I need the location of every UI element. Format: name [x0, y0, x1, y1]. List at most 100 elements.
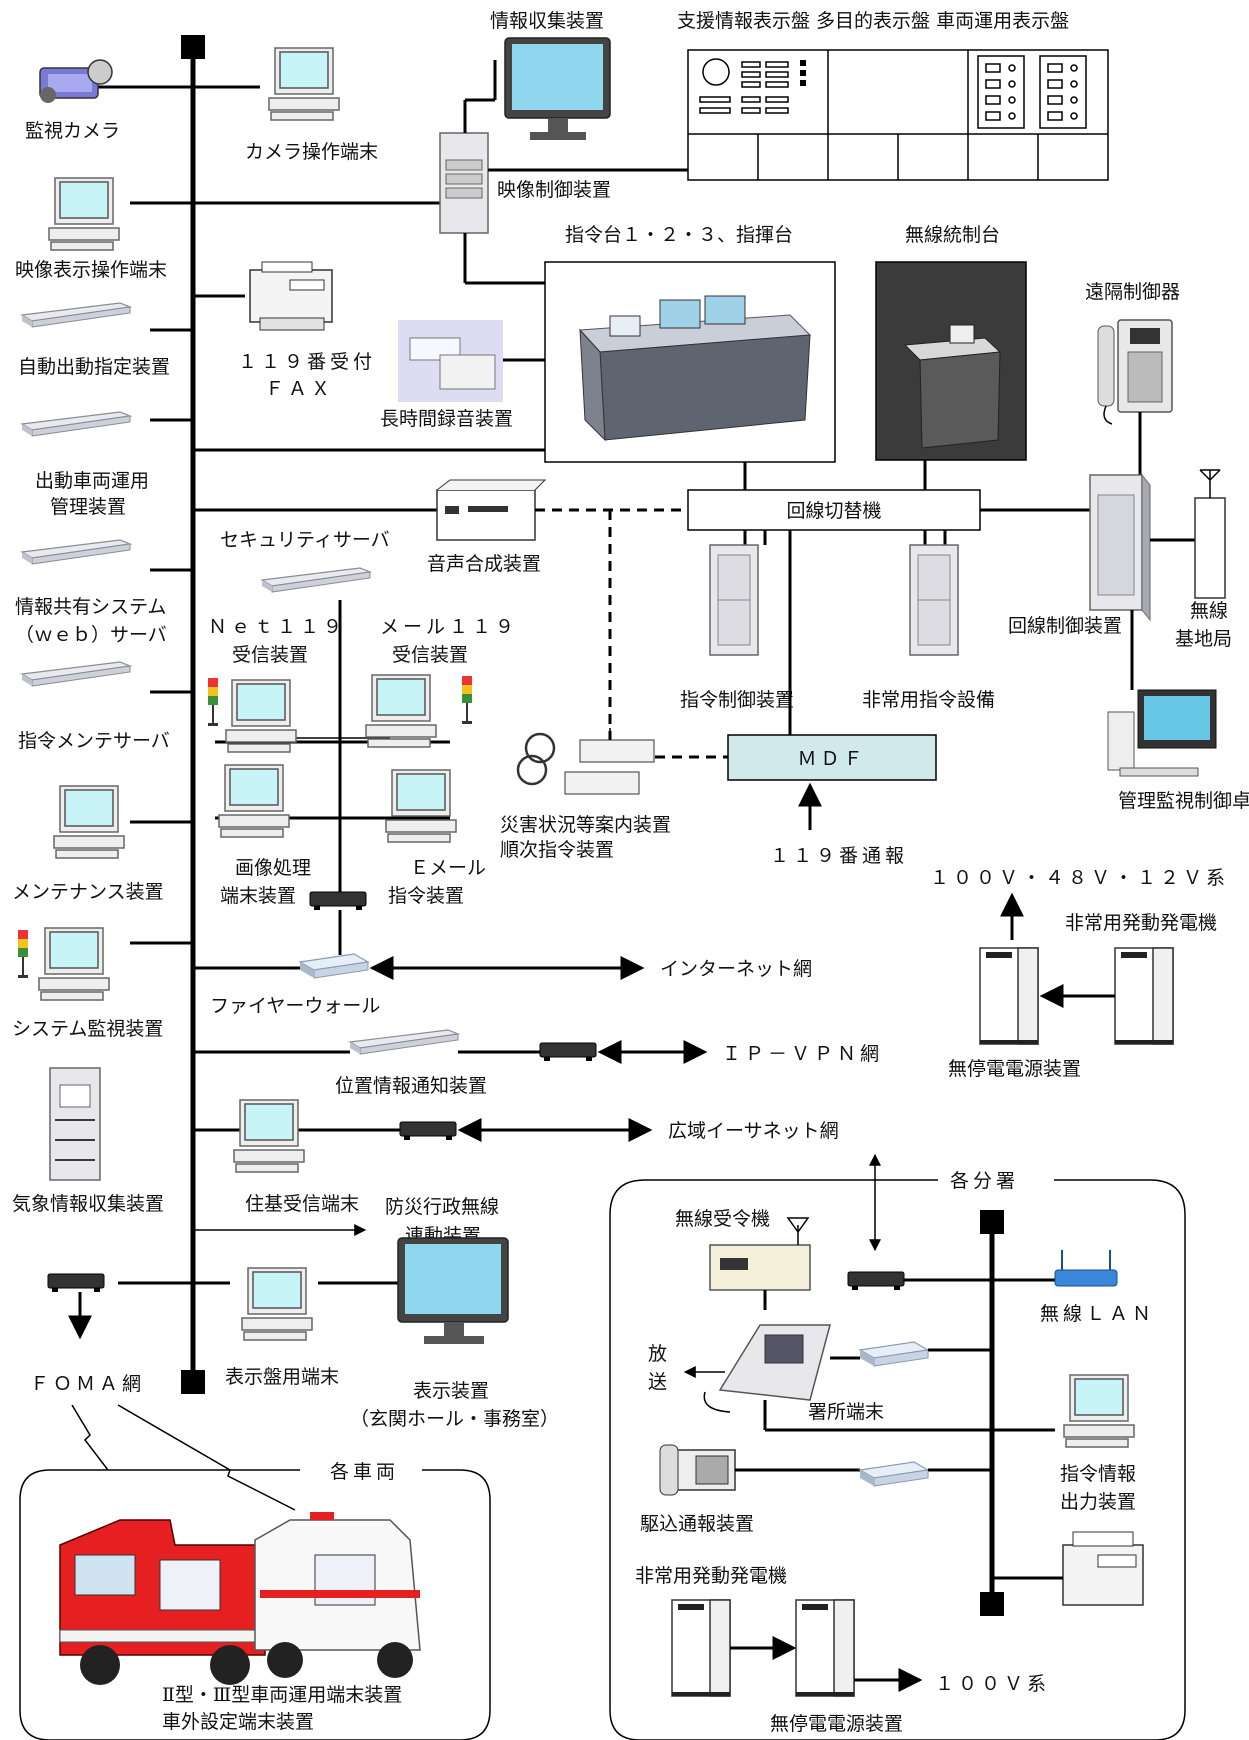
command-control-cabinet-icon: [710, 545, 758, 655]
switching-hub-icon: [310, 892, 366, 910]
surveillance-camera-label: 監視カメラ: [25, 120, 120, 142]
long-recorder-icon: [398, 320, 503, 402]
voice-synth-icon: [437, 480, 545, 540]
radio-console-label: 無線統制台: [905, 224, 1000, 246]
net119-label-line2: 受信装置: [232, 644, 308, 666]
disaster-radio-label-line1: 防災行政無線: [385, 1196, 499, 1218]
info-share-label-line1: 情報共有システム: [15, 596, 166, 618]
info-share-server-icon: [22, 540, 130, 564]
camera-terminal-icon: [269, 48, 339, 120]
mdf-label: ＭＤＦ: [797, 748, 866, 770]
info-collector-monitor-icon: [505, 38, 610, 140]
security-server-label: セキュリティサーバ: [220, 529, 390, 551]
display-device-icon: [398, 1238, 508, 1344]
video-display-terminal-label: 映像表示操作端末: [15, 259, 167, 281]
weather-collector-icon: [50, 1068, 100, 1180]
wide-ethernet-label: 広域イーサネット網: [668, 1120, 839, 1142]
disaster-guide-headset-icon: [518, 728, 654, 794]
resident-terminal-label: 住基受信端末: [245, 1193, 359, 1215]
auto-dispatch-label: 自動出動指定装置: [18, 356, 170, 378]
branches-group-label: 各分署: [950, 1170, 1019, 1192]
email-command-label-line2: 指令装置: [388, 885, 464, 907]
foma-radio-links: [72, 1405, 295, 1510]
command-maint-server-label: 指令メンテサーバ: [18, 730, 170, 752]
branch-100v-label: １００Ｖ系: [935, 1673, 1050, 1695]
branch-router-icon: [848, 1272, 904, 1290]
broadcast-label-line2: 送: [648, 1371, 667, 1393]
video-controller-label: 映像制御装置: [497, 179, 611, 201]
system-monitor-terminal-icon: [39, 928, 109, 1000]
ups-label: 無停電電源装置: [948, 1058, 1081, 1080]
weather-collector-label: 気象情報収集装置: [12, 1193, 164, 1215]
station-terminal-icon: [704, 1325, 830, 1412]
mail119-label-line2: 受信装置: [392, 644, 468, 666]
vehicle-mgmt-label-line1: 出動車両運用: [35, 470, 149, 492]
location-notify-label: 位置情報通知装置: [335, 1075, 487, 1097]
radio-base-label-line1: 無線: [1190, 600, 1228, 622]
long-recorder-label: 長時間録音装置: [380, 408, 513, 430]
vehicle-mgmt-label-line2: 管理装置: [50, 496, 126, 518]
station-router-icon: [860, 1342, 928, 1366]
branch-emergency-generator-label: 非常用発動発電機: [635, 1565, 787, 1587]
broadcast-label-line1: 放: [648, 1343, 667, 1365]
vehicle-mgmt-server-icon: [22, 412, 130, 436]
command-control-label: 指令制御装置: [680, 689, 794, 711]
foma-label: ＦＯＭＡ網: [30, 1373, 145, 1395]
video-controller-icon: [440, 133, 488, 233]
security-server-icon: [262, 568, 370, 592]
wireless-lan-icon: [1055, 1250, 1117, 1286]
rush-report-phone-icon: [660, 1445, 735, 1495]
image-proc-terminal-icon: [219, 765, 289, 837]
vehicle-terminal-label-line2: 車外設定端末装置: [162, 1711, 314, 1733]
firewall-label: ファイヤーウォール: [210, 995, 380, 1017]
video-display-terminal-icon: [49, 178, 119, 250]
disaster-guide-label-line1: 災害状況等案内装置: [500, 814, 671, 836]
main-backbone: [181, 35, 205, 1394]
branch-ups-label: 無停電電源装置: [770, 1713, 903, 1735]
wireless-lan-label: 無線ＬＡＮ: [1040, 1303, 1155, 1325]
line-controller-icon: [1090, 475, 1150, 620]
radio-receiver-label: 無線受令機: [675, 1208, 770, 1230]
mail119-label-line1: メール１１９: [380, 616, 518, 638]
info-collector-label: 情報収集装置: [490, 10, 604, 32]
info-share-label-line2: （ｗｅｂ）サーバ: [15, 624, 167, 646]
emergency-generator-icon: [1115, 948, 1173, 1044]
system-monitor-label: システム監視装置: [12, 1018, 163, 1040]
emergency-generator-label: 非常用発動発電機: [1065, 912, 1217, 934]
rush-report-label: 駆込通報装置: [640, 1513, 754, 1535]
remote-controller-icon: [1098, 320, 1172, 424]
email-command-label-line1: Ｅメール: [410, 857, 486, 879]
display-board-terminal-icon: [242, 1268, 312, 1340]
power-systems-label: １００Ｖ・４８Ｖ・１２Ｖ系: [930, 867, 1229, 889]
mgmt-console-label: 管理監視制御卓: [1118, 790, 1249, 812]
vehicles-group-label: 各車両: [330, 1461, 399, 1483]
emergency-command-cabinet-icon: [910, 545, 958, 655]
fax-label-line1: １１９番受付: [238, 351, 376, 373]
display-panels: [688, 50, 1108, 180]
display-device-label-line1: 表示装置: [413, 1380, 489, 1402]
firewall-icon: [300, 954, 368, 978]
command-maint-server-icon: [22, 662, 130, 686]
display-panels-label: 支援情報表示盤 多目的表示盤 車両運用表示盤: [677, 10, 1069, 32]
resident-terminal-icon: [234, 1100, 304, 1172]
fax-icon: [250, 262, 332, 330]
ip-vpn-router-icon: [540, 1043, 596, 1061]
disaster-guide-label-line2: 順次指令装置: [500, 839, 614, 861]
emergency-command-label: 非常用指令設備: [862, 689, 995, 711]
display-board-terminal-label: 表示盤用端末: [225, 1366, 339, 1388]
call119-label: １１９番通報: [770, 845, 908, 867]
auto-dispatch-server-icon: [22, 303, 130, 327]
maintenance-terminal-icon: [54, 786, 124, 858]
branch-generator-icon: [672, 1600, 730, 1696]
system-monitor-lamp-icon: [18, 930, 28, 978]
line-controller-label: 回線制御装置: [1008, 615, 1122, 637]
radio-console-photo: [876, 262, 1026, 460]
branch-ups-icon: [796, 1600, 854, 1696]
location-notify-server-icon: [350, 1030, 458, 1054]
image-proc-label-line2: 端末装置: [220, 885, 296, 907]
branch-backbone: [980, 1210, 1004, 1616]
mgmt-console-icon: [1108, 690, 1216, 776]
net119-label-line1: Ｎｅｔ１１９: [208, 616, 346, 638]
command-output-label-line1: 指令情報: [1060, 1463, 1136, 1485]
rush-report-router-icon: [860, 1462, 928, 1486]
